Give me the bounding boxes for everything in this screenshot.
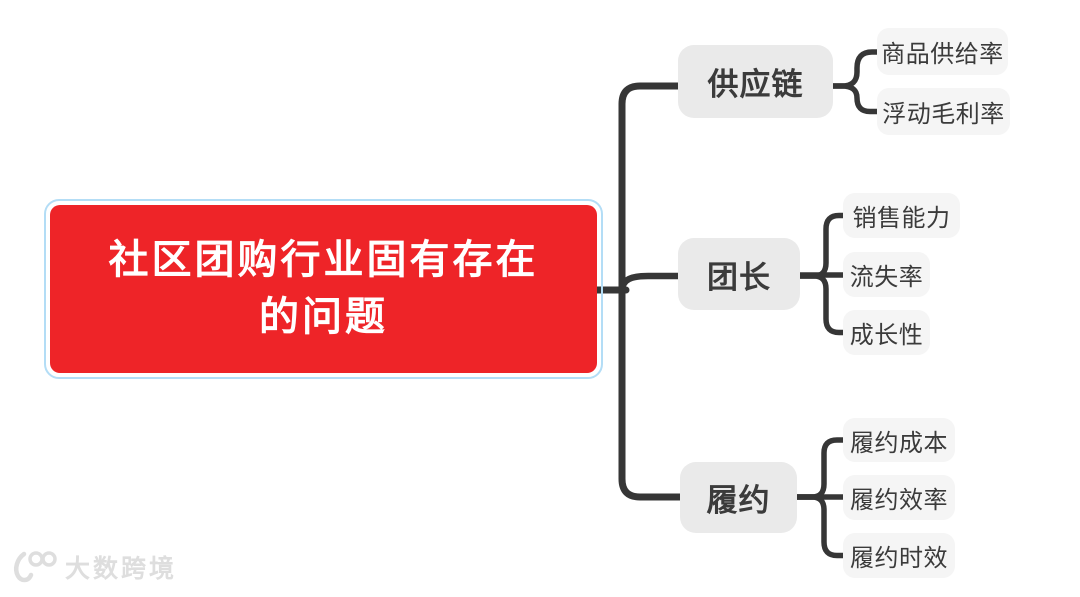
root-node-label-line2: 的问题 <box>259 295 388 339</box>
leaf-label: 履约时效 <box>850 545 948 572</box>
leaf-node-sales-ability[interactable]: 销售能力 <box>843 193 960 238</box>
leaf-node-growth-potential[interactable]: 成长性 <box>843 310 930 355</box>
leaf-node-fulfillment-cost[interactable]: 履约成本 <box>843 418 955 462</box>
connector-root-to-fulfillment <box>618 286 684 501</box>
leaf-label: 履约成本 <box>850 429 948 457</box>
connector-group-leader-child-1 <box>797 212 846 279</box>
branch-node-group-leader[interactable]: 团长 <box>678 238 800 310</box>
connector-supply-chain-child-1 <box>830 49 880 89</box>
leaf-node-churn-rate[interactable]: 流失率 <box>843 252 930 297</box>
root-node-label-line1: 社区团购行业固有存在 <box>108 238 539 283</box>
leaf-node-floating-gross-margin[interactable]: 浮动毛利率 <box>877 88 1010 135</box>
connector-fulfillment-child-3 <box>794 494 846 559</box>
leaf-label: 流失率 <box>849 264 924 291</box>
connector-fulfillment-child-1 <box>794 437 846 500</box>
watermark-text: 大数跨境 <box>65 555 178 583</box>
watermark-100-logo <box>14 551 57 583</box>
leaf-label: 浮动毛利率 <box>882 101 1005 128</box>
leaf-label: 履约效率 <box>850 487 948 514</box>
leaf-node-product-supply-rate[interactable]: 商品供给率 <box>877 28 1008 75</box>
watermark: 大数跨境 <box>12 549 177 585</box>
connector-supply-chain-child-2 <box>830 83 880 115</box>
leaf-label: 销售能力 <box>852 205 951 232</box>
leaf-node-fulfillment-timeliness[interactable]: 履约时效 <box>843 533 955 578</box>
branch-label: 供应链 <box>707 67 804 102</box>
leaf-label: 成长性 <box>849 322 924 349</box>
root-node[interactable]: 社区团购行业固有存在 的问题 <box>50 205 597 373</box>
leaf-node-fulfillment-efficiency[interactable]: 履约效率 <box>843 475 955 520</box>
root-node-selection-ring: 社区团购行业固有存在 的问题 <box>44 199 603 379</box>
connector-root-to-supply-chain <box>618 82 682 294</box>
connector-group-leader-child-3 <box>797 273 846 336</box>
connector-root-to-group-leader <box>618 272 682 295</box>
branch-node-supply-chain[interactable]: 供应链 <box>678 45 833 118</box>
branch-label: 履约 <box>706 483 771 518</box>
branch-node-fulfillment[interactable]: 履约 <box>680 462 797 533</box>
leaf-label: 商品供给率 <box>881 41 1004 68</box>
branch-label: 团长 <box>707 259 771 295</box>
